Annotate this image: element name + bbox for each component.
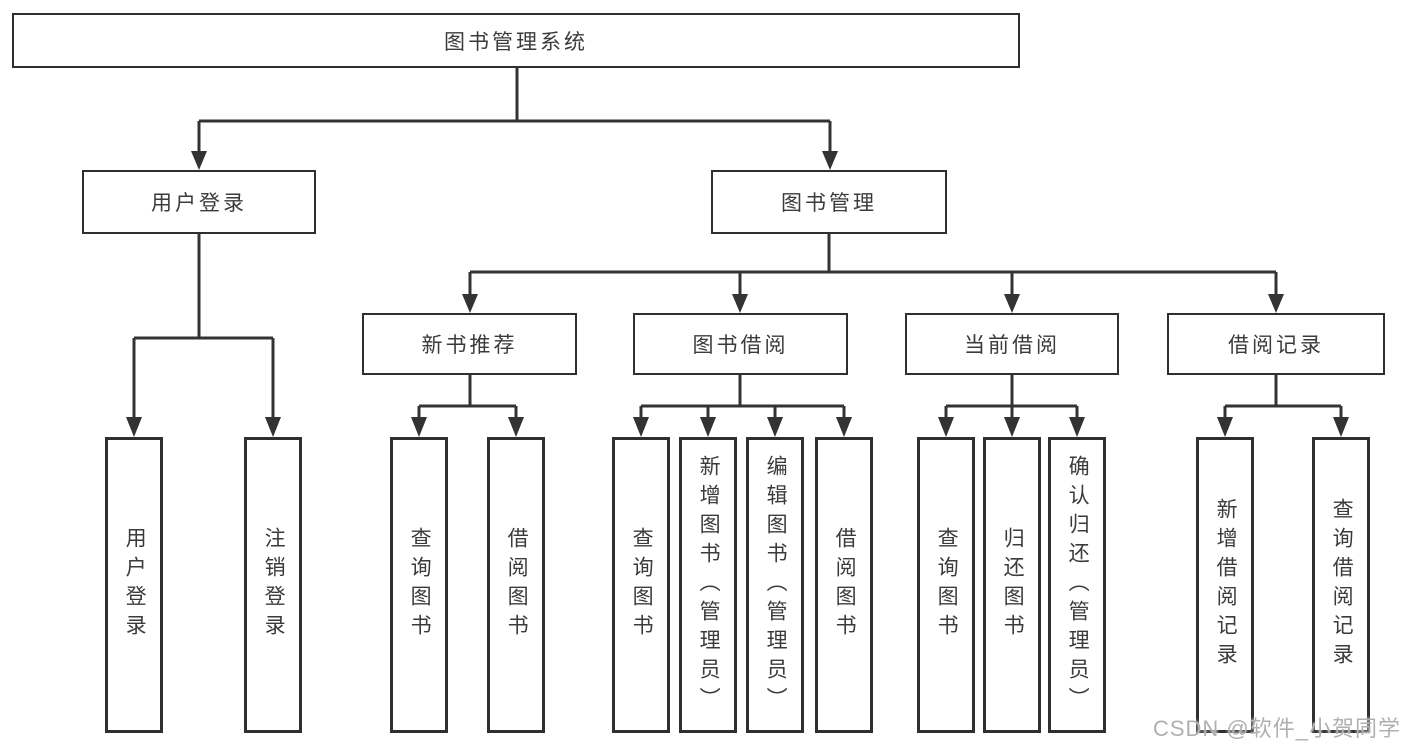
leaf-user-login: 用户登录 <box>105 437 163 733</box>
arrow-down-icon <box>126 417 142 437</box>
node-user-login: 用户登录 <box>82 170 316 234</box>
node-book-borrow: 图书借阅 <box>633 313 848 375</box>
node-root: 图书管理系统 <box>12 13 1020 68</box>
node-label: 查询图书 <box>935 527 959 643</box>
arrow-down-icon <box>1268 294 1284 313</box>
node-label: 编辑图书（管理员） <box>764 454 788 716</box>
csdn-watermark: CSDN @软件_小贺同学 <box>1152 716 1401 741</box>
node-book-management: 图书管理 <box>711 170 947 234</box>
node-label: 用户登录 <box>123 527 147 643</box>
arrow-down-icon <box>1004 417 1020 437</box>
arrow-down-icon <box>822 151 838 170</box>
leaf-borrow-books-recommend: 借阅图书 <box>487 437 545 733</box>
branch-book-management <box>462 234 1284 313</box>
branch-book-borrow <box>633 375 852 437</box>
leaf-confirm-return-admin: 确认归还（管理员） <box>1048 437 1106 733</box>
node-label: 借阅图书 <box>833 527 857 643</box>
node-label: 确认归还（管理员） <box>1066 454 1090 716</box>
arrow-down-icon <box>508 417 524 437</box>
branch-user-login <box>126 234 281 437</box>
leaf-add-book-admin: 新增图书（管理员） <box>679 437 737 733</box>
leaf-query-books-borrow: 查询图书 <box>612 437 670 733</box>
node-label: 图书借阅 <box>692 334 789 357</box>
arrow-down-icon <box>1217 417 1233 437</box>
arrow-down-icon <box>1333 417 1349 437</box>
node-label: 当前借阅 <box>964 334 1060 357</box>
node-label: 新增图书（管理员） <box>697 454 721 716</box>
node-label: 新增借阅记录 <box>1214 498 1238 672</box>
leaf-query-books-recommend: 查询图书 <box>390 437 448 733</box>
arrow-down-icon <box>191 151 207 170</box>
branch-new-book-recommend <box>411 375 524 437</box>
leaf-query-books-current: 查询图书 <box>917 437 975 733</box>
arrow-down-icon <box>938 417 954 437</box>
arrow-down-icon <box>411 417 427 437</box>
node-label: 用户登录 <box>151 192 247 215</box>
arrow-down-icon <box>633 417 649 437</box>
leaf-query-borrow-record: 查询借阅记录 <box>1312 437 1370 733</box>
node-borrow-records: 借阅记录 <box>1167 313 1385 375</box>
leaf-edit-book-admin: 编辑图书（管理员） <box>746 437 804 733</box>
branch-borrow-records <box>1217 375 1349 437</box>
arrow-down-icon <box>767 417 783 437</box>
arrow-down-icon <box>732 294 748 313</box>
node-label: 借阅图书 <box>505 527 529 643</box>
branch-current-borrow <box>938 375 1085 437</box>
arrow-down-icon <box>1004 294 1020 313</box>
arrow-down-icon <box>700 417 716 437</box>
leaf-borrow-books: 借阅图书 <box>815 437 873 733</box>
arrow-down-icon <box>1069 417 1085 437</box>
node-label: 图书管理系统 <box>444 30 588 54</box>
leaf-logout: 注销登录 <box>244 437 302 733</box>
node-label: 查询图书 <box>408 527 432 643</box>
leaf-return-book: 归还图书 <box>983 437 1041 733</box>
arrow-down-icon <box>462 294 478 313</box>
node-label: 查询图书 <box>630 527 654 643</box>
node-label: 查询借阅记录 <box>1330 498 1354 672</box>
node-new-book-recommend: 新书推荐 <box>362 313 577 375</box>
node-current-borrow: 当前借阅 <box>905 313 1119 375</box>
arrow-down-icon <box>265 417 281 437</box>
node-label: 归还图书 <box>1001 527 1025 643</box>
node-label: 新书推荐 <box>421 334 518 357</box>
arrow-down-icon <box>836 417 852 437</box>
node-label: 注销登录 <box>262 527 286 643</box>
branch-root <box>191 67 838 170</box>
node-label: 图书管理 <box>781 192 877 215</box>
leaf-add-borrow-record: 新增借阅记录 <box>1196 437 1254 733</box>
node-label: 借阅记录 <box>1228 334 1324 357</box>
